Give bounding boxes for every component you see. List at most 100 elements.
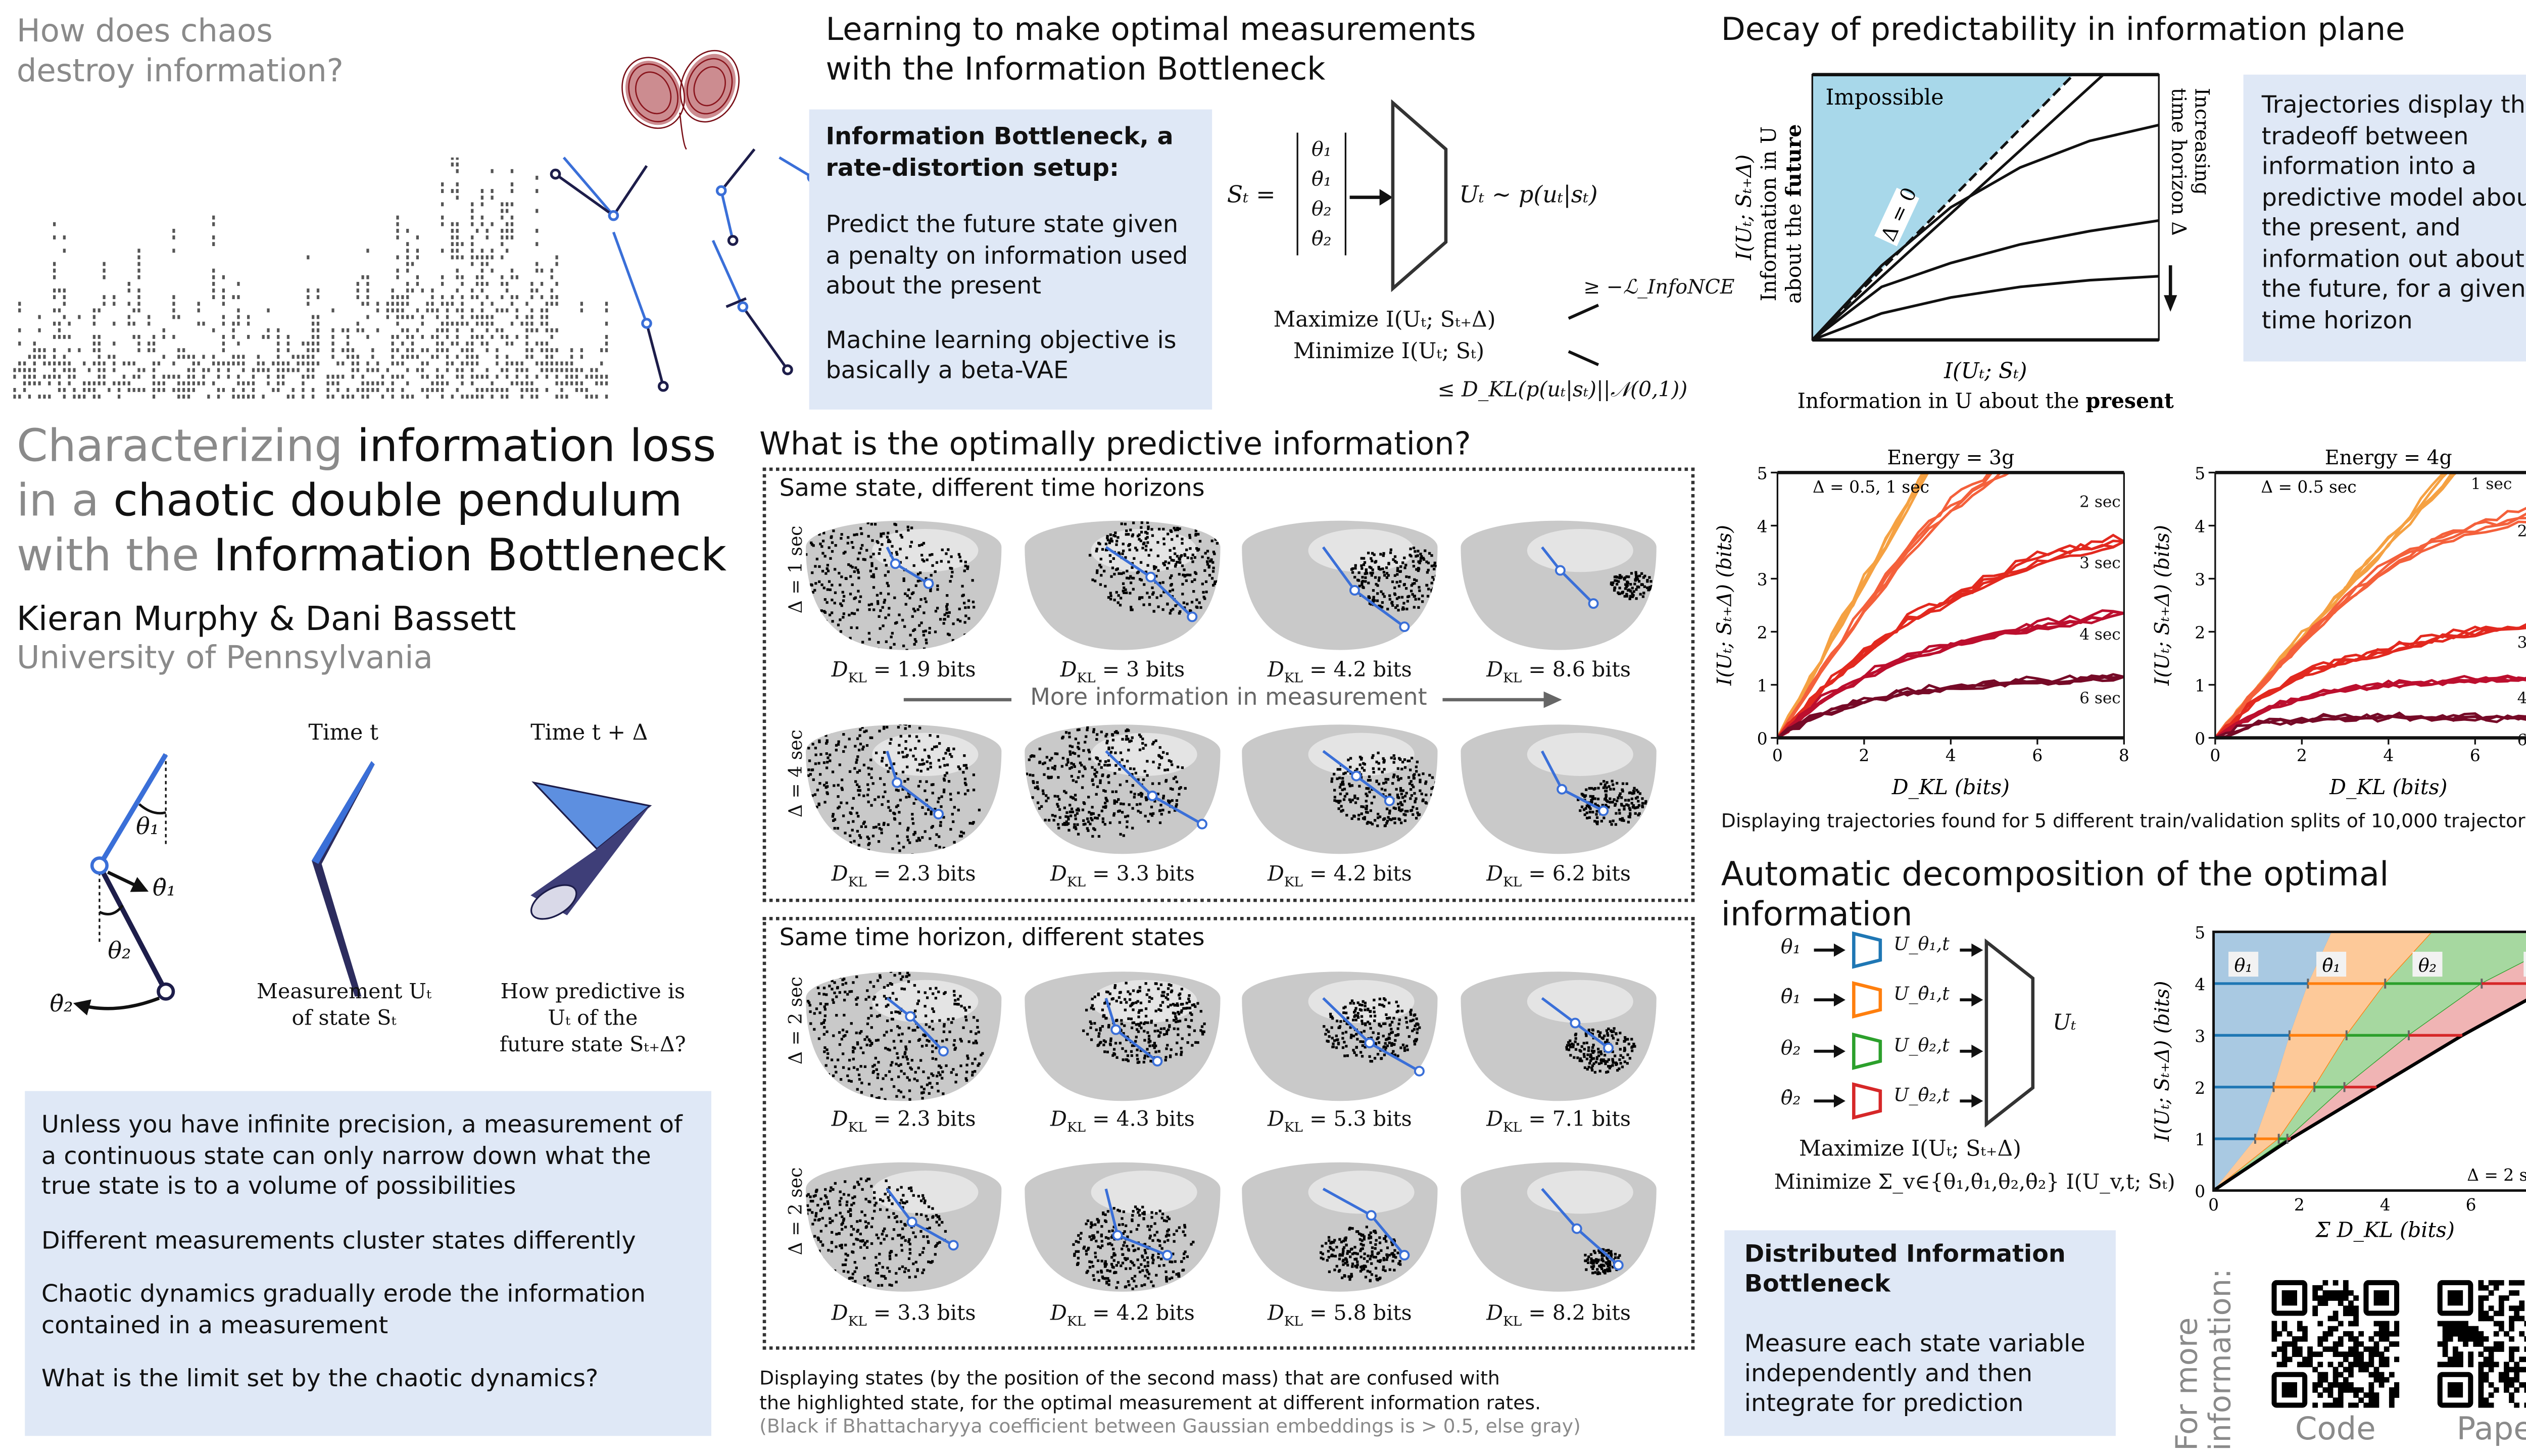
qr-module — [2333, 1290, 2339, 1296]
qr-module — [2478, 1362, 2484, 1367]
qr-module — [2338, 1290, 2344, 1296]
qr-module — [2453, 1356, 2458, 1362]
qr-module — [2504, 1377, 2509, 1383]
qr-module — [2384, 1336, 2390, 1342]
eq-minimize: Minimize I(Uₜ; Sₜ) — [1293, 340, 1484, 365]
qr-module — [2514, 1280, 2519, 1286]
mass-marker — [1153, 1057, 1161, 1065]
intro-question: How does chaos destroy information? — [17, 12, 381, 91]
qr-module — [2348, 1305, 2354, 1311]
qr-module — [2499, 1346, 2504, 1352]
qr-module — [2394, 1331, 2399, 1337]
ib-box-title: Information Bottleneck, a rate-distortio… — [825, 123, 1195, 184]
hemisphere-rim — [1091, 733, 1197, 776]
qr-module — [2317, 1351, 2323, 1357]
qr-module — [2312, 1367, 2318, 1373]
qr-module — [2358, 1367, 2364, 1373]
qr-module — [2509, 1397, 2514, 1403]
series-label: 6 sec — [2517, 731, 2526, 749]
dib-encoder-label: U_θ₂,t — [1893, 1035, 1950, 1056]
qr-code-code[interactable] — [2271, 1280, 2399, 1408]
qr-module — [2353, 1387, 2359, 1393]
series-line-6sec — [2215, 713, 2526, 739]
qr-module — [2389, 1387, 2395, 1393]
code-link[interactable]: Code — [2271, 1411, 2399, 1447]
mass-marker — [1111, 1026, 1120, 1034]
qr-module — [2509, 1351, 2514, 1357]
qr-module — [2338, 1362, 2344, 1367]
region-label: θ₁ — [2234, 954, 2253, 976]
dib-input-label: θ̇₁ — [1781, 985, 1801, 1008]
dkl-value: = 8.6 bits — [1528, 657, 1631, 682]
qr-module — [2312, 1290, 2318, 1296]
dkl-value: = 4.2 bits — [1309, 657, 1412, 682]
theta1-label: θ₁ — [136, 814, 159, 841]
qr-code-paper[interactable] — [2438, 1280, 2526, 1408]
hemisphere-panel — [1019, 1156, 1225, 1295]
qr-module — [2277, 1346, 2282, 1352]
dkl-symbol: D — [832, 1106, 848, 1131]
arrow-head — [1971, 943, 1983, 956]
dkl-symbol: D — [1060, 657, 1077, 682]
qr-module — [2338, 1382, 2344, 1388]
qr-module — [2519, 1382, 2524, 1388]
series-line-2sec — [2215, 510, 2526, 738]
qr-module — [2443, 1331, 2448, 1337]
qr-module — [2499, 1280, 2504, 1286]
qr-module — [2443, 1346, 2448, 1352]
qr-module — [2448, 1326, 2453, 1332]
dkl-subscript: KL — [1503, 1314, 1522, 1329]
qr-module — [2453, 1331, 2458, 1337]
qr-module — [2338, 1402, 2344, 1408]
qr-module — [2514, 1316, 2519, 1322]
qr-module — [2343, 1382, 2349, 1388]
qr-module — [2499, 1321, 2504, 1327]
x-tick-label: 6 — [2466, 1195, 2476, 1215]
qr-module — [2453, 1351, 2458, 1357]
qr-module — [2353, 1305, 2359, 1311]
qr-module — [2448, 1331, 2453, 1337]
qr-module — [2478, 1311, 2484, 1316]
qr-module — [2271, 1331, 2277, 1337]
qr-module — [2353, 1336, 2359, 1342]
binary-digits-art — [13, 158, 613, 400]
paper-link[interactable]: Paper — [2438, 1411, 2526, 1447]
qr-module — [2374, 1392, 2379, 1398]
qr-module — [2458, 1362, 2463, 1367]
dkl-label: DKL= 8.6 bits — [1451, 657, 1667, 686]
qr-module — [2519, 1331, 2524, 1337]
mass-marker — [934, 810, 943, 818]
qr-module — [2368, 1387, 2374, 1393]
qr-module — [2338, 1387, 2344, 1393]
motivation-paragraph: Unless you have infinite precision, a me… — [41, 1111, 695, 1203]
dkl-subscript: KL — [1503, 875, 1522, 890]
qr-module — [2338, 1295, 2344, 1301]
series-label: 4 sec — [2517, 689, 2526, 707]
qr-module — [2389, 1341, 2395, 1347]
dkl-label: DKL= 1.9 bits — [796, 657, 1011, 686]
delta-annotation: Δ = 0.5 sec — [2261, 477, 2356, 497]
dkl-label: DKL= 3.3 bits — [1015, 860, 1231, 889]
mass-marker — [1604, 1044, 1613, 1052]
qr-module — [2368, 1397, 2374, 1403]
qr-module — [2463, 1326, 2468, 1332]
qr-module — [2478, 1402, 2484, 1408]
qr-module — [2484, 1311, 2489, 1316]
more-information-label: More information in measurement — [1015, 685, 1443, 711]
dib-output-label: Uₜ — [2053, 1011, 2076, 1036]
qr-module — [2489, 1402, 2494, 1408]
mass-marker — [924, 579, 933, 588]
dkl-label: DKL= 4.2 bits — [1015, 1300, 1231, 1329]
qr-module — [2358, 1351, 2364, 1357]
qr-module — [2322, 1280, 2328, 1286]
y-tick-label: 5 — [1757, 464, 1768, 483]
ib-section-heading: Learning to make optimal measurements wi… — [825, 10, 1538, 90]
qr-module — [2494, 1331, 2499, 1337]
qr-module — [2348, 1382, 2354, 1388]
qr-module — [2489, 1362, 2494, 1367]
dkl-subscript: KL — [1067, 875, 1086, 890]
region-label-bg — [2523, 952, 2526, 977]
qr-module — [2524, 1367, 2526, 1373]
qr-module — [2307, 1356, 2313, 1362]
